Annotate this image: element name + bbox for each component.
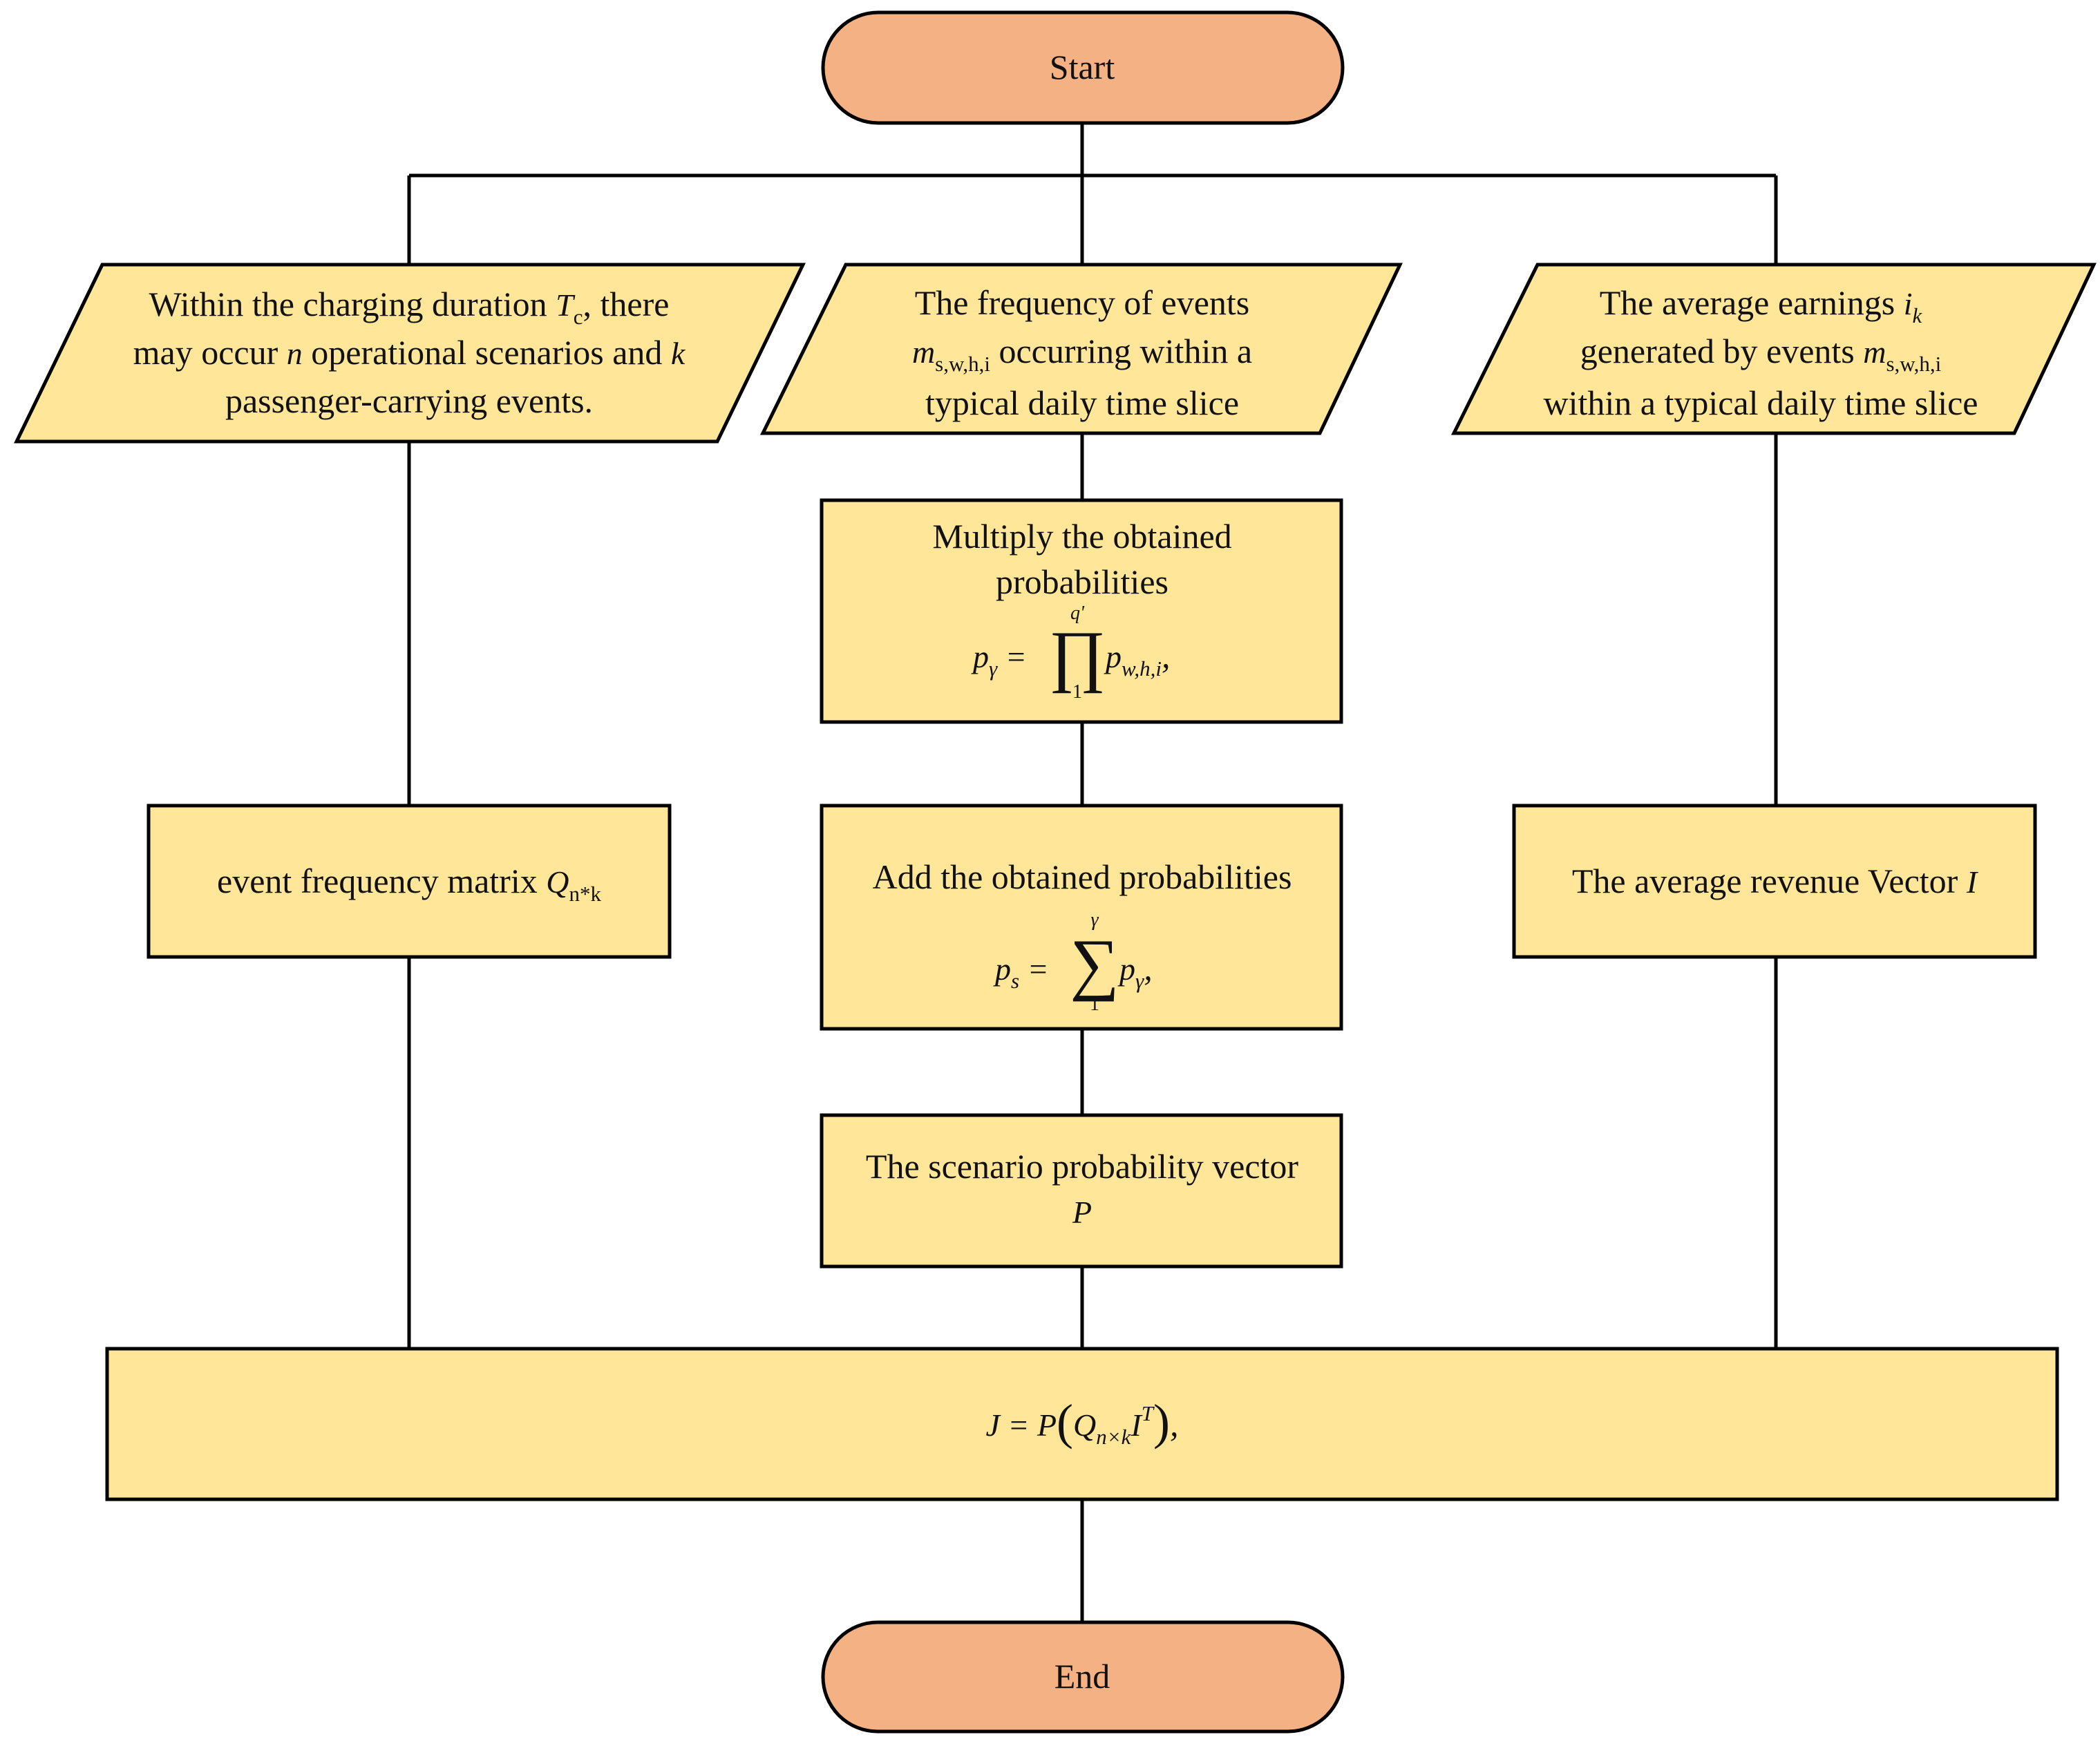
right-input-line-1: The average earnings ik	[1600, 283, 1923, 328]
right-input-line-2: generated by events ms,w,h,i	[1580, 332, 1942, 376]
multiply-equation: q' pγ = ∏ 1 pw,h,i,	[971, 602, 1171, 703]
frequency-matrix-box: event frequency matrix Qn*k	[146, 804, 672, 959]
multiply-upper-limit: q'	[1070, 602, 1085, 624]
end-node: End	[821, 1620, 1345, 1734]
add-upper-limit: γ	[1090, 909, 1099, 931]
left-input-line-3: passenger-carrying events.	[225, 381, 593, 420]
multiply-probabilities-box: Multiply the obtained probabilities q' p…	[820, 498, 1343, 724]
middle-input-line-2: ms,w,h,i occurring within a	[912, 332, 1252, 376]
add-lhs: ps =	[993, 951, 1049, 993]
add-equation: γ ps = ∑ 1 pγ,	[993, 909, 1153, 1015]
left-input-line-2: may occur n operational scenarios and k	[133, 333, 686, 372]
add-term: pγ,	[1117, 949, 1153, 993]
multiply-term: pw,h,i,	[1104, 636, 1171, 681]
revenue-vector-label: The average revenue Vector I	[1572, 862, 1979, 900]
multiply-line-1: Multiply the obtained	[932, 517, 1231, 556]
end-label: End	[1054, 1657, 1110, 1696]
product-operator: ∏	[1049, 617, 1106, 694]
left-input-parallelogram: Within the charging duration Tc, there m…	[14, 263, 806, 444]
frequency-matrix-label: event frequency matrix Qn*k	[217, 862, 601, 906]
middle-input-line-3: typical daily time slice	[925, 383, 1239, 422]
start-label: Start	[1050, 48, 1115, 86]
scenario-vector-line-1: The scenario probability vector	[866, 1147, 1298, 1186]
left-input-line-1: Within the charging duration Tc, there	[149, 285, 670, 329]
add-line-1: Add the obtained probabilities	[873, 857, 1292, 896]
start-node: Start	[821, 10, 1345, 125]
revenue-vector-box: The average revenue Vector I	[1512, 804, 2037, 959]
scenario-vector-box: The scenario probability vector P	[820, 1113, 1343, 1269]
add-probabilities-box: Add the obtained probabilities γ ps = ∑ …	[820, 804, 1343, 1031]
scenario-vector-line-2: P	[1072, 1195, 1092, 1230]
result-equation-box: J = P(Qn×kIT),	[105, 1347, 2059, 1501]
result-equation: J = P(Qn×kIT),	[985, 1394, 1178, 1450]
multiply-lhs: pγ =	[971, 639, 1027, 681]
middle-input-parallelogram: The frequency of events ms,w,h,i occurri…	[759, 263, 1403, 435]
add-lower-limit: 1	[1090, 994, 1099, 1015]
sum-operator: ∑	[1070, 925, 1119, 1002]
right-input-parallelogram: The average earnings ik generated by eve…	[1450, 263, 2097, 435]
middle-input-line-1: The frequency of events	[915, 283, 1250, 322]
multiply-line-2: probabilities	[996, 562, 1169, 601]
multiply-lower-limit: 1	[1072, 681, 1082, 703]
edges	[407, 124, 1778, 1621]
right-input-line-3: within a typical daily time slice	[1543, 383, 1978, 422]
